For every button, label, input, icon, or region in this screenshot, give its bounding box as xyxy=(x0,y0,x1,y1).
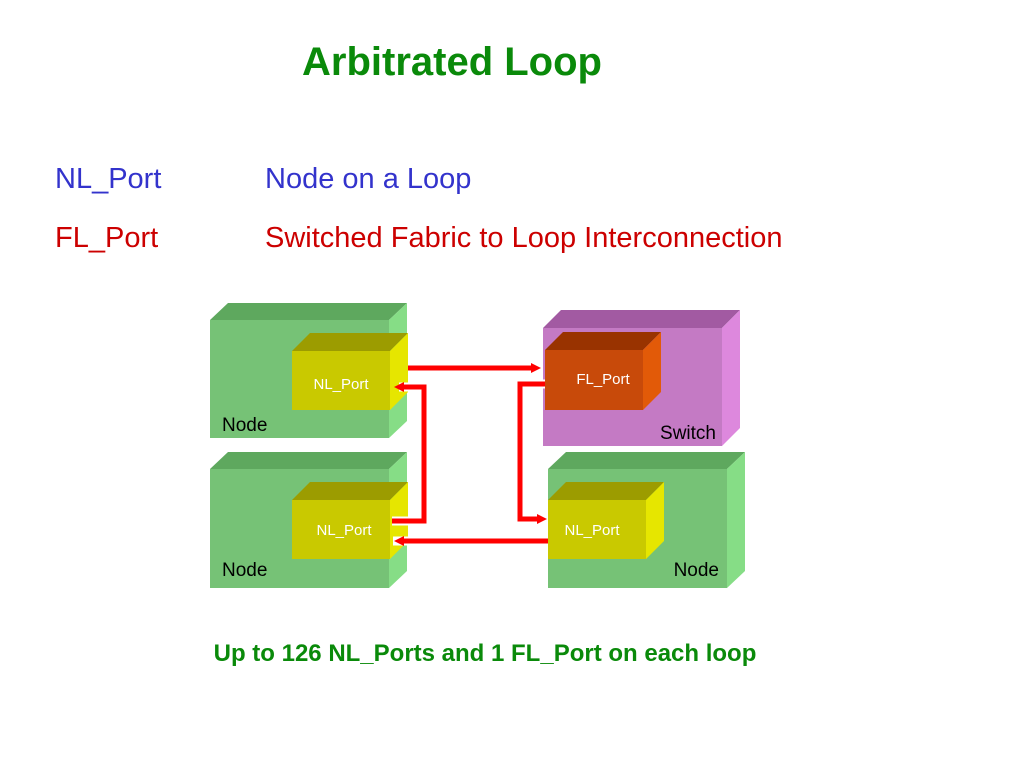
port-label: NL_Port xyxy=(316,522,372,539)
term-fl-port: FL_Port xyxy=(55,222,159,254)
description-fl-port: Switched Fabric to Loop Interconnection xyxy=(265,222,783,254)
nl-port-bottom-right: NL_Port xyxy=(548,482,664,559)
node-label: Node xyxy=(674,560,719,581)
nl-port-top-left: NL_Port xyxy=(292,333,408,410)
term-nl-port: NL_Port xyxy=(55,163,162,195)
description-nl-port: Node on a Loop xyxy=(265,163,472,195)
port-label: NL_Port xyxy=(313,376,369,393)
footer-note: Up to 126 NL_Ports and 1 FL_Port on each… xyxy=(213,640,757,667)
switch-label: Switch xyxy=(660,423,716,444)
slide-title: Arbitrated Loop xyxy=(302,40,602,84)
loop-arrows xyxy=(392,363,548,546)
port-label: NL_Port xyxy=(564,522,620,539)
node-label: Node xyxy=(222,415,267,436)
node-label: Node xyxy=(222,560,267,581)
fl-port: FL_Port xyxy=(545,332,661,410)
port-label: FL_Port xyxy=(576,371,630,388)
nl-port-bottom-left: NL_Port xyxy=(292,482,408,559)
